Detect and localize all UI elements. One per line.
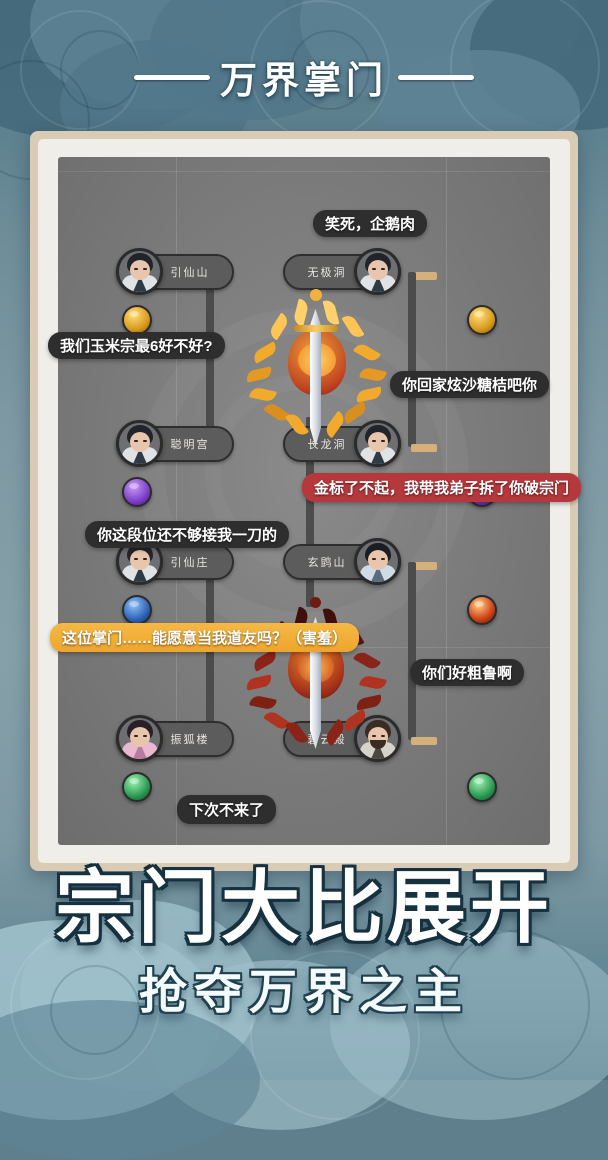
chat-bubble-7[interactable]: 你们好粗鲁啊: [410, 659, 525, 686]
chat-bubble-6[interactable]: 这位掌门……能愿意当我道友吗？（害羞）: [50, 623, 360, 652]
swirl-motif: [50, 965, 140, 1055]
board-gridline: [58, 171, 550, 172]
node-name: 振狐楼: [170, 733, 210, 746]
bracket-node-引仙庄[interactable]: 引仙庄: [116, 538, 234, 585]
green-rank-badge-icon: [467, 772, 497, 802]
red-sword-laurel-emblem: [244, 595, 388, 749]
female-cultivator-avatar: [354, 538, 401, 585]
male-cultivator-avatar: [116, 248, 163, 295]
fire-rank-badge-icon: [467, 595, 497, 625]
headline-sub: 抢夺万界之主: [138, 964, 469, 1020]
male-cultivator-avatar: [116, 420, 163, 467]
gold-rank-badge-icon: [122, 305, 152, 335]
blue-rank-badge-icon: [122, 595, 152, 625]
node-name: 引仙庄: [170, 556, 210, 569]
purple-rank-badge-icon: [122, 477, 152, 507]
bracket-node-聪明宫[interactable]: 聪明宫: [116, 420, 234, 467]
bracket-node-长龙洞[interactable]: 长龙洞: [283, 420, 401, 467]
chat-bubble-8[interactable]: 下次不来了: [177, 795, 277, 824]
male-cultivator-avatar: [354, 248, 401, 295]
gold-sword-laurel-emblem: [236, 285, 396, 447]
node-name: 无极洞: [307, 266, 347, 279]
chat-bubble-5[interactable]: 你这段位还不够接我一刀的: [85, 521, 290, 548]
male-cultivator-avatar: [354, 420, 401, 467]
swirl-motif: [440, 930, 590, 1080]
bracket-connector: [408, 272, 416, 447]
swirl-motif: [10, 930, 160, 1080]
bracket-connector: [306, 417, 314, 607]
bracket-connector: [411, 272, 437, 280]
swirl-motif: [290, 30, 370, 110]
headline-main: 宗门大比展开: [55, 861, 553, 954]
node-name: 聪明宫: [170, 438, 210, 451]
bracket-connector: [411, 562, 437, 570]
bracket-connector: [411, 444, 437, 452]
bracket-node-无极洞[interactable]: 无极洞: [283, 248, 401, 295]
green-rank-badge-icon: [122, 772, 152, 802]
node-name: 引仙山: [170, 266, 210, 279]
bracket-connector: [408, 562, 416, 740]
chat-bubble-1[interactable]: 笑死，企鹅肉: [313, 210, 428, 237]
title-rule-right-icon: [398, 74, 474, 80]
bracket-node-引仙山[interactable]: 引仙山: [116, 248, 234, 295]
chat-bubble-4[interactable]: 金标了不起，我带我弟子拆了你破宗门: [302, 473, 582, 502]
chat-bubble-2[interactable]: 我们玉米宗最6好不好?: [48, 332, 225, 359]
bearded-cultivator-avatar: [354, 715, 401, 762]
chat-bubble-3[interactable]: 你回家炫沙糖桔吧你: [390, 371, 550, 398]
bracket-node-玄鹍山[interactable]: 玄鹍山: [283, 538, 401, 585]
gold-rank-badge-icon: [467, 305, 497, 335]
bracket-connector: [206, 272, 214, 447]
female-cultivator-avatar: [116, 715, 163, 762]
bracket-node-振狐楼[interactable]: 振狐楼: [116, 715, 234, 762]
title-rule-left-icon: [134, 74, 210, 80]
node-name: 玄鹍山: [307, 556, 347, 569]
page-title: 万界掌门: [0, 46, 608, 108]
title-text: 万界掌门: [220, 58, 388, 102]
bracket-connector: [411, 737, 437, 745]
